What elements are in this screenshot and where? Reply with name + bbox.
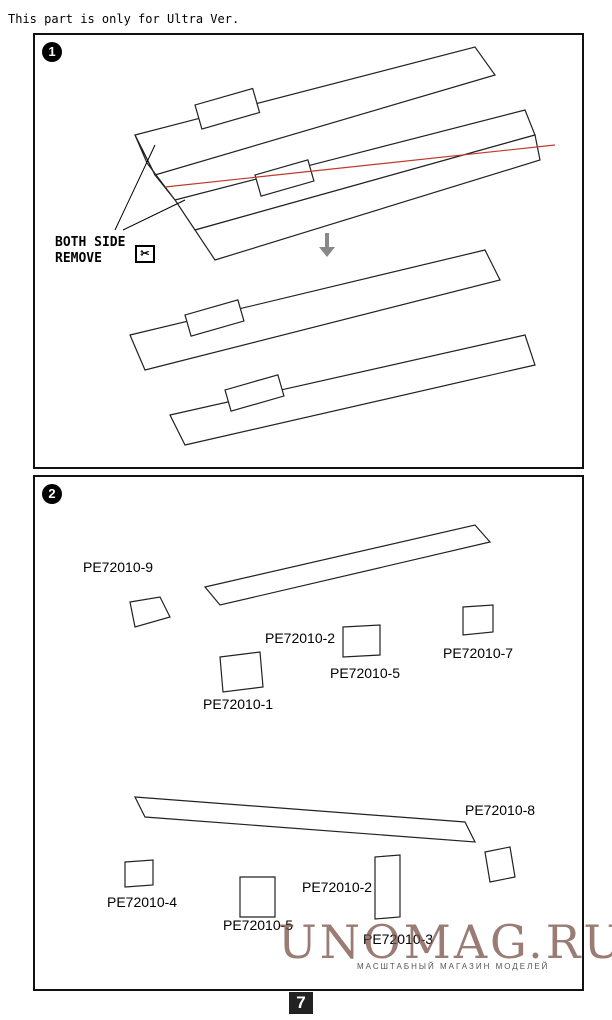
step-1-illustration — [114, 46, 556, 446]
label-pe72010-5b: PE72010-5 — [223, 917, 294, 933]
instruction-line1: BOTH SIDE — [55, 235, 126, 250]
pe-part-7 — [462, 604, 494, 636]
label-pe72010-2a: PE72010-2 — [265, 630, 336, 646]
pe-part-5a — [342, 624, 381, 658]
label-pe72010-2b: PE72010-2 — [302, 879, 373, 895]
label-pe72010-9: PE72010-9 — [83, 559, 154, 575]
watermark-subtitle: МАСШТАБНЫЙ МАГАЗИН МОДЕЛЕЙ — [357, 962, 550, 971]
pe-part-8 — [484, 846, 516, 883]
instruction-line2: REMOVE — [55, 251, 102, 266]
step-2-number: 2 — [42, 484, 62, 504]
page-number: 7 — [289, 992, 313, 1014]
label-pe72010-5a: PE72010-5 — [330, 665, 401, 681]
label-pe72010-3: PE72010-3 — [363, 931, 434, 947]
label-pe72010-8: PE72010-8 — [465, 802, 536, 818]
cutter-icon: ✂ — [135, 245, 155, 263]
step-2-panel: 2 PE72010-9 PE72010-2 PE72010-5 PE72010-… — [33, 475, 584, 991]
step-1-number: 1 — [42, 42, 62, 62]
label-pe72010-1: PE72010-1 — [203, 696, 274, 712]
pe-part-1 — [219, 651, 264, 693]
watermark: UNOMAG.RU — [278, 915, 612, 969]
hull-upper — [203, 524, 492, 606]
header-note: This part is only for Ultra Ver. — [8, 12, 240, 26]
pe-part-3 — [374, 854, 401, 920]
pe-part-5b — [239, 876, 276, 918]
hull-part-result-2 — [169, 334, 536, 446]
label-pe72010-4: PE72010-4 — [107, 894, 178, 910]
step-2-illustration — [124, 524, 516, 920]
step-1-panel: 1 BOTH SIDE REMOVE ✂ — [33, 33, 584, 469]
hull-part-result-1 — [129, 249, 501, 371]
hull-lower — [133, 796, 477, 843]
pe-part-9 — [129, 596, 171, 628]
pe-part-4 — [124, 859, 154, 888]
label-pe72010-7: PE72010-7 — [443, 645, 514, 661]
